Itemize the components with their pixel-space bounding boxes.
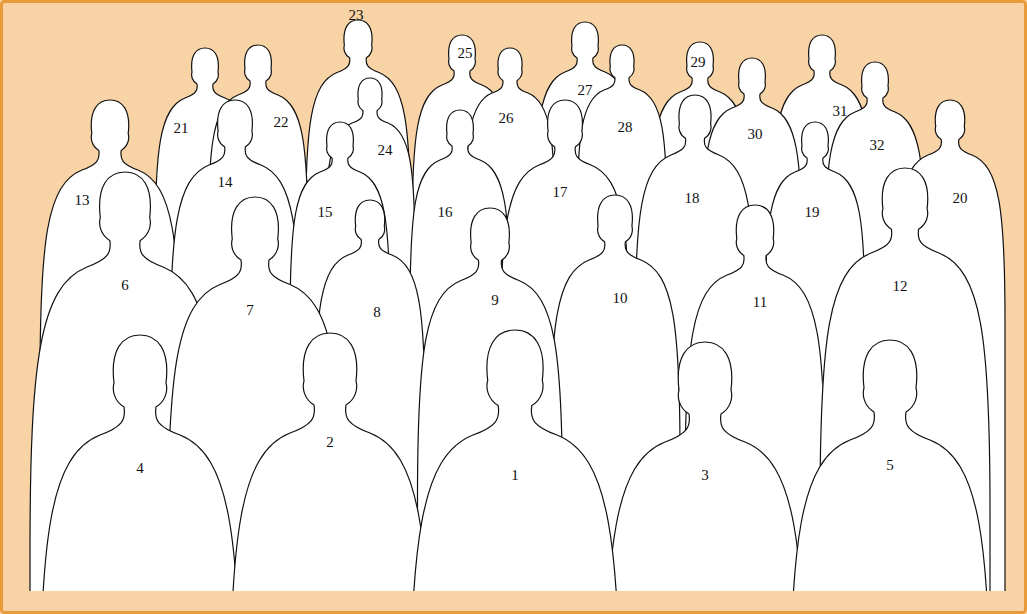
callout-number: 14 <box>218 175 233 190</box>
callout-number: 9 <box>491 293 499 308</box>
callout-number: 27 <box>578 83 593 98</box>
callout-number: 8 <box>373 305 381 320</box>
callout-number: 6 <box>121 278 129 293</box>
callout-number: 12 <box>893 279 908 294</box>
callout-number: 31 <box>833 104 848 119</box>
callout-number: 2 <box>326 435 334 450</box>
callout-number: 29 <box>691 55 706 70</box>
callout-number: 22 <box>274 115 289 130</box>
callout-number: 21 <box>174 121 189 136</box>
callout-number: 28 <box>618 120 633 135</box>
callout-number: 13 <box>75 193 90 208</box>
callout-number: 19 <box>805 205 820 220</box>
figures <box>30 20 1005 591</box>
callout-number: 16 <box>438 205 453 220</box>
callout-number: 1 <box>511 468 519 483</box>
callout-number: 3 <box>701 468 709 483</box>
callout-number: 4 <box>136 461 144 476</box>
callout-number: 7 <box>246 303 254 318</box>
callout-number: 32 <box>870 138 885 153</box>
callout-number: 30 <box>748 127 763 142</box>
callout-number: 25 <box>458 46 473 61</box>
callout-number: 23 <box>349 8 364 23</box>
callout-number: 10 <box>613 291 628 306</box>
callout-number: 18 <box>685 191 700 206</box>
callout-number: 26 <box>499 111 514 126</box>
callout-number: 24 <box>378 143 393 158</box>
callout-number: 17 <box>553 185 568 200</box>
callout-number: 11 <box>753 295 767 310</box>
callout-number: 20 <box>953 191 968 206</box>
callout-number: 15 <box>318 205 333 220</box>
callout-number: 5 <box>886 458 894 473</box>
